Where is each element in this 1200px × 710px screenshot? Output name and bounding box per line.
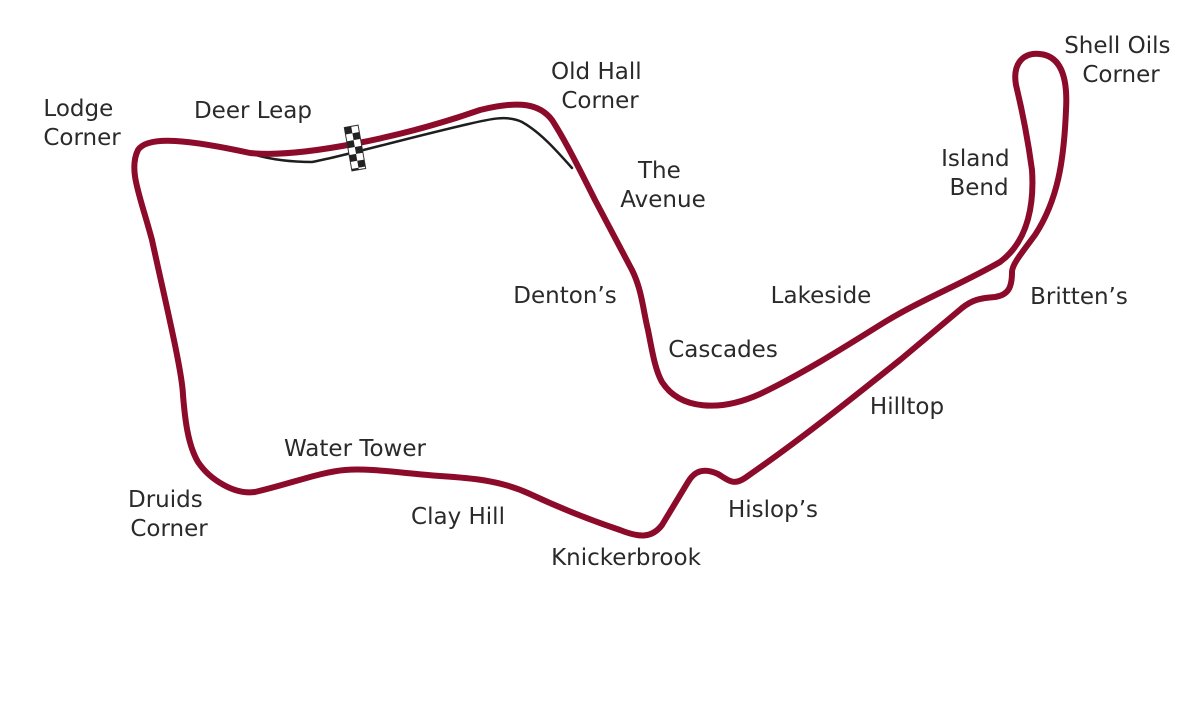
label-hilltop: Hilltop	[870, 394, 944, 420]
label-the-avenue: The Avenue	[620, 158, 705, 213]
label-island-bend: Island Bend	[941, 146, 1017, 201]
label-clay-hill: Clay Hill	[411, 504, 505, 530]
checkered-flag-icon	[343, 124, 367, 172]
label-water-tower: Water Tower	[284, 436, 426, 462]
alternative-track-line	[250, 116, 574, 170]
label-cascades: Cascades	[668, 337, 778, 363]
label-druids-corner: Druids Corner	[128, 487, 210, 542]
label-old-hall-corner: Old Hall Corner	[551, 59, 649, 114]
label-lakeside: Lakeside	[771, 283, 872, 309]
main-track-line	[131, 50, 1070, 539]
label-brittens: Britten’s	[1030, 284, 1128, 310]
label-shell-oils-corner: Shell Oils Corner	[1064, 33, 1178, 88]
label-lodge-corner: Lodge Corner	[43, 96, 121, 151]
label-knickerbrook: Knickerbrook	[551, 545, 701, 571]
label-dentons: Denton’s	[513, 283, 616, 309]
label-hislops: Hislop’s	[728, 497, 818, 523]
label-deer-leap: Deer Leap	[194, 98, 312, 124]
